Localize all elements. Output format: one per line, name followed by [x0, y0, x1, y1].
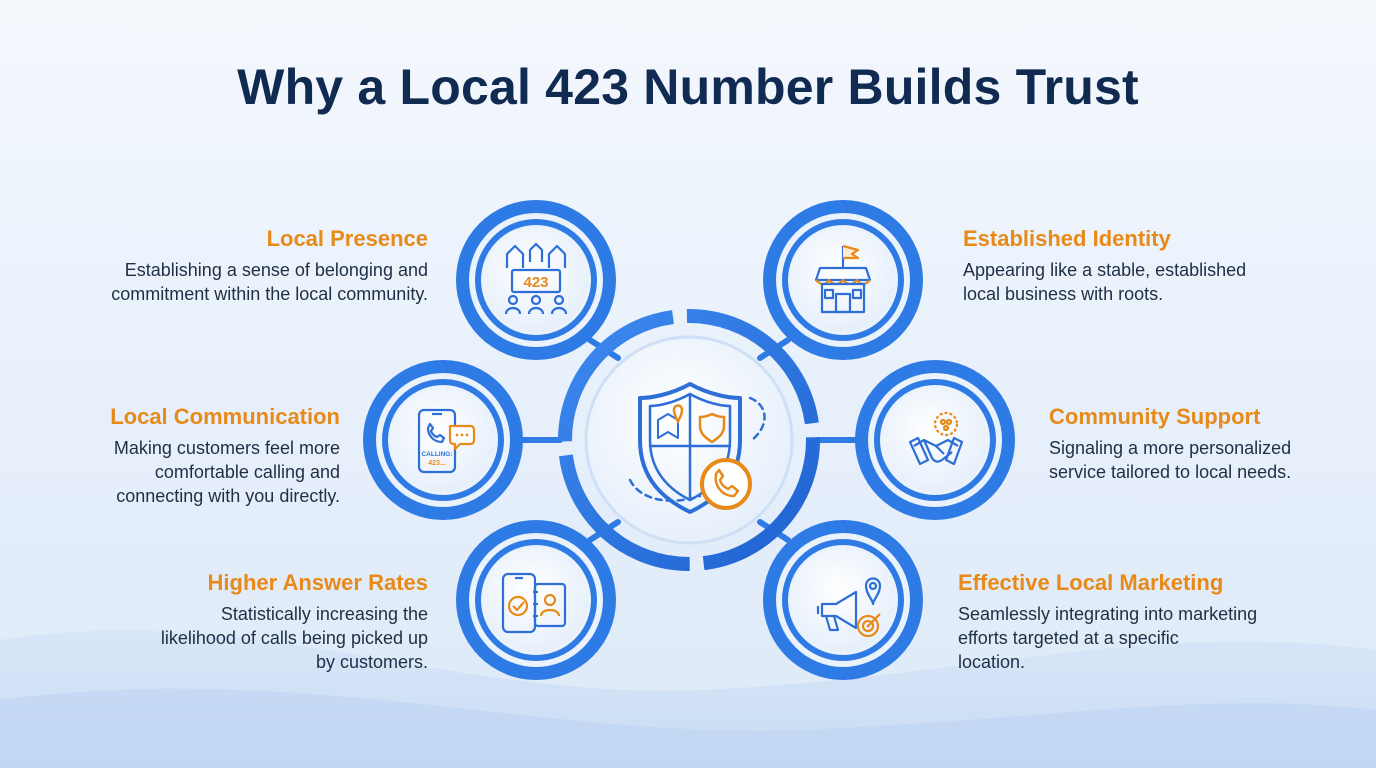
item-description: Seamlessly integrating into marketing ef… — [958, 602, 1308, 674]
desc-line: comfortable calling and — [154, 462, 340, 482]
desc-line: Establishing a sense of belonging and — [124, 260, 428, 280]
item-description: Making customers feel more comfortable c… — [30, 436, 340, 508]
desc-line: Signaling a more personalized — [1049, 438, 1292, 458]
item-description: Signaling a more personalized service ta… — [1049, 436, 1349, 484]
item-local-communication: Local Communication Making customers fee… — [30, 404, 340, 508]
handshake-icon — [908, 411, 964, 466]
desc-line: efforts targeted at a specific — [958, 628, 1179, 648]
desc-line: location. — [958, 652, 1026, 672]
community-sign-icon: 423 — [504, 242, 568, 315]
megaphone-target-icon — [816, 577, 882, 638]
item-local-presence: Local Presence Establishing a sense of b… — [50, 226, 428, 306]
desc-line: connecting with you directly. — [116, 486, 340, 506]
desc-line: service tailored to local needs. — [1049, 462, 1292, 482]
node-local-communication: CALLING: 423... — [363, 360, 523, 520]
shield-map-phone-icon — [628, 382, 766, 514]
item-higher-answer-rates: Higher Answer Rates Statistically increa… — [80, 570, 428, 674]
phone-label-number: 423... — [428, 460, 446, 467]
item-effective-local-marketing: Effective Local Marketing Seamlessly int… — [958, 570, 1308, 674]
item-description: Establishing a sense of belonging and co… — [50, 258, 428, 306]
phone-label-calling: CALLING: — [421, 451, 452, 458]
item-heading: Local Presence — [266, 226, 428, 251]
item-community-support: Community Support Signaling a more perso… — [1049, 404, 1349, 484]
center-hub — [558, 309, 820, 571]
desc-line: commitment within the local community. — [111, 284, 428, 304]
desc-line: local business with roots. — [963, 284, 1164, 304]
item-heading: Higher Answer Rates — [207, 570, 428, 595]
item-heading: Effective Local Marketing — [958, 570, 1224, 595]
item-description: Appearing like a stable, established loc… — [963, 258, 1293, 306]
storefront-icon — [814, 244, 872, 314]
desc-line: Seamlessly integrating into marketing — [958, 604, 1258, 624]
node-higher-answer-rates — [456, 520, 616, 680]
item-heading: Community Support — [1049, 404, 1261, 429]
node-established-identity — [763, 200, 923, 360]
node-community-support — [855, 360, 1015, 520]
node-effective-local-marketing — [763, 520, 923, 680]
desc-line: by customers. — [315, 652, 428, 672]
desc-line: likelihood of calls being picked up — [160, 628, 428, 648]
smartphone-call-icon: CALLING: 423... — [417, 408, 476, 474]
item-heading: Established Identity — [963, 226, 1171, 251]
sign-text: 423 — [523, 274, 548, 291]
desc-line: Making customers feel more — [113, 438, 340, 458]
item-description: Statistically increasing the likelihood … — [80, 602, 428, 674]
desc-line: Appearing like a stable, established — [963, 260, 1247, 280]
page-title: Why a Local 423 Number Builds Trust — [237, 59, 1139, 115]
desc-line: Statistically increasing the — [220, 604, 428, 624]
item-established-identity: Established Identity Appearing like a st… — [963, 226, 1293, 306]
node-local-presence: 423 — [456, 200, 616, 360]
item-heading: Local Communication — [110, 404, 340, 429]
phone-contacts-icon — [501, 572, 567, 634]
